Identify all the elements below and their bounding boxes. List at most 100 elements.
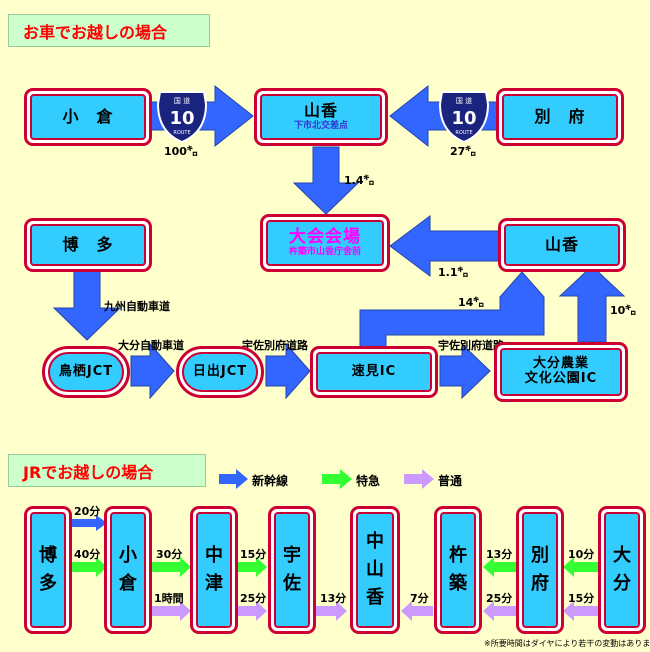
- time-nakatsu-usa-local: 25分: [240, 592, 267, 605]
- shield-label-top: 国 道: [174, 96, 190, 105]
- distance-10: 10㌔: [610, 304, 637, 317]
- usa-beppu-road-label-2: 宇佐別府道路: [438, 339, 504, 352]
- yamaga-label: 山香: [544, 234, 579, 254]
- station-hakata-label: 博多: [30, 512, 66, 628]
- jr-arrow-kokura-nakatsu-local: [150, 601, 191, 621]
- station-usa: 宇佐: [268, 506, 316, 634]
- arrow-hayami-to-yamaga: [359, 271, 545, 351]
- time-oita-beppu-express: 10分: [568, 548, 595, 561]
- venue-box: 大会会場 杵築市山香庁舎前: [260, 214, 390, 272]
- kokura-label: 小 倉: [62, 106, 114, 126]
- time-beppu-kitsuki-local: 25分: [486, 592, 513, 605]
- station-kitsuki-label: 杵築: [440, 512, 476, 628]
- jr-section-title: JRでお越しの場合: [8, 454, 206, 487]
- station-kitsuki: 杵築: [434, 506, 482, 634]
- station-nakatsu: 中津: [190, 506, 238, 634]
- shield-label-bottom: ROUTE: [173, 130, 190, 136]
- jr-arrow-nakatsu-usa-express: [238, 557, 267, 577]
- shield-number: 10: [169, 108, 194, 129]
- arrow-yamaga-to-venue-left: [389, 215, 501, 277]
- hiji-jct-label: 日出JCT: [192, 363, 248, 379]
- distance-14: 14㌔: [458, 296, 485, 309]
- jr-arrow-beppu-kitsuki-express: [483, 557, 516, 577]
- time-kitsuki-nakayamaga-local: 7分: [410, 592, 429, 605]
- time-oita-beppu-local: 15分: [568, 592, 595, 605]
- hiji-jct-box: 日出JCT: [176, 346, 264, 398]
- yamaga-junction-sub: 下市北交差点: [293, 120, 348, 131]
- station-hakata: 博多: [24, 506, 72, 634]
- arrow-hakata-to-tosu: [52, 269, 122, 341]
- time-usa-nakayamaga-local: 13分: [320, 592, 347, 605]
- yamaga-junction-box: 山香 下市北交差点: [254, 88, 388, 146]
- station-kokura-label: 小倉: [110, 512, 146, 628]
- route-10-shield-right: 国 道 10 ROUTE: [438, 91, 490, 144]
- shield-number: 10: [451, 108, 476, 129]
- route-10-shield-left: 国 道 10 ROUTE: [156, 91, 208, 144]
- jr-arrow-usa-nakayamaga-local: [316, 601, 347, 621]
- hayami-ic-box: 速見IC: [310, 346, 438, 398]
- station-oita-label: 大分: [604, 512, 640, 628]
- kyushu-expressway-label: 九州自動車道: [104, 300, 170, 313]
- venue-sub: 杵築市山香庁舎前: [288, 247, 361, 258]
- station-kokura: 小倉: [104, 506, 152, 634]
- station-beppu: 別府: [516, 506, 564, 634]
- jr-arrow-kokura-nakatsu-express: [150, 557, 191, 577]
- hakata-box: 博 多: [24, 218, 152, 272]
- shield-label-bottom: ROUTE: [455, 130, 472, 136]
- beppu-label: 別 府: [534, 106, 586, 126]
- oita-nogyo-ic-box: 大分農業 文化公園IC: [494, 342, 628, 402]
- jr-arrow-hakata-kokura-express: [70, 557, 107, 577]
- jr-arrow-kitsuki-nakayamaga-local: [401, 601, 433, 621]
- station-beppu-label: 別府: [522, 512, 558, 628]
- time-kokura-nakatsu-express: 30分: [156, 548, 183, 561]
- arrow-tosu-to-hiji: [130, 342, 175, 400]
- station-oita: 大分: [598, 506, 646, 634]
- jr-arrow-oita-beppu-local: [563, 601, 598, 621]
- car-section-title-text: お車でお越しの場合: [23, 22, 168, 42]
- distance-kokura: 100㌔: [164, 145, 198, 158]
- beppu-box: 別 府: [496, 88, 624, 146]
- jr-arrow-oita-beppu-express: [563, 557, 598, 577]
- legend-express-label: 特急: [356, 474, 381, 488]
- oita-nogyo-label-2: 文化公園IC: [524, 371, 598, 386]
- arrow-oita-nogyo-to-yamaga: [558, 265, 626, 343]
- footnote: ※所要時間はダイヤにより若干の変動はあります。: [484, 639, 650, 648]
- usa-beppu-road-label-1: 宇佐別府道路: [242, 339, 308, 352]
- time-hakata-kokura-express: 40分: [74, 548, 101, 561]
- jr-section-title-text: JRでお越しの場合: [23, 462, 154, 482]
- legend-local-label: 普通: [438, 474, 463, 488]
- station-nakayamaga-label: 中山香: [356, 512, 394, 628]
- arrow-yamaga-to-venue: [292, 146, 360, 215]
- legend-local-arrow: [404, 469, 434, 489]
- time-beppu-kitsuki-express: 13分: [486, 548, 513, 561]
- distance-beppu: 27㌔: [450, 145, 477, 158]
- arrow-hiji-to-hayami: [265, 342, 311, 400]
- kokura-box: 小 倉: [24, 88, 152, 146]
- legend-shinkansen-label: 新幹線: [252, 474, 289, 488]
- jr-arrow-hakata-kokura-shinkansen: [70, 515, 107, 531]
- tosu-jct-box: 鳥栖JCT: [42, 346, 130, 398]
- distance-to-venue-from-junction: 1.4㌔: [344, 174, 375, 187]
- oita-nogyo-label-1: 大分農業: [532, 356, 589, 372]
- venue-label: 大会会場: [289, 226, 361, 247]
- station-usa-label: 宇佐: [274, 512, 310, 628]
- arrow-hayami-to-oita-nogyo: [439, 342, 491, 400]
- oita-expressway-label: 大分自動車道: [118, 339, 184, 352]
- legend-express-arrow: [322, 469, 352, 489]
- tosu-jct-label: 鳥栖JCT: [58, 363, 114, 379]
- yamaga-box: 山香: [498, 218, 626, 272]
- station-nakatsu-label: 中津: [196, 512, 232, 628]
- time-hakata-kokura-shinkansen: 20分: [74, 505, 101, 518]
- jr-arrow-beppu-kitsuki-local: [483, 601, 516, 621]
- hakata-label: 博 多: [62, 234, 114, 254]
- time-kokura-nakatsu-local: 1時間: [154, 592, 184, 605]
- station-nakayamaga: 中山香: [350, 506, 400, 634]
- yamaga-junction-label: 山香: [303, 101, 338, 121]
- car-section-title: お車でお越しの場合: [8, 14, 210, 47]
- shield-label-top: 国 道: [456, 96, 472, 105]
- time-nakatsu-usa-express: 15分: [240, 548, 267, 561]
- hayami-ic-label: 速見IC: [351, 363, 397, 379]
- distance-to-venue-from-yamaga: 1.1㌔: [438, 266, 469, 279]
